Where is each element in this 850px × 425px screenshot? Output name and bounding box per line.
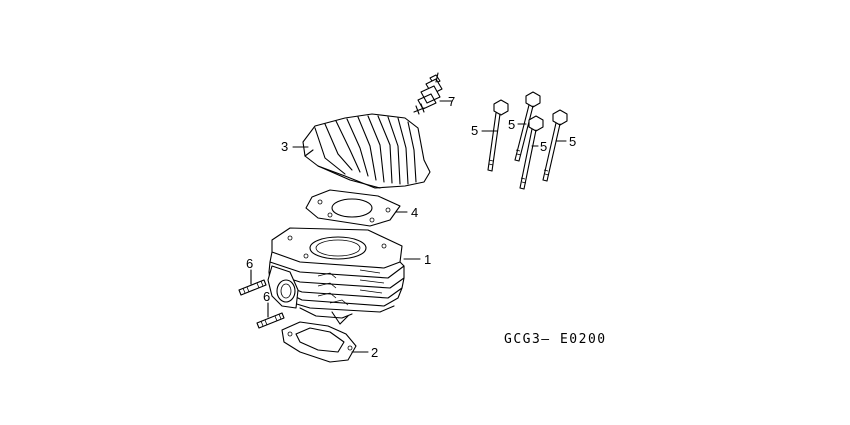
cylinder-head [302, 113, 431, 189]
callout-stud-upper: 6 [246, 256, 253, 271]
callout-bolt-a: 5 [471, 123, 478, 138]
callout-bolt-c: 5 [540, 139, 547, 154]
diagram-code: GCG3— E0200 [504, 332, 607, 347]
base-gasket [281, 321, 357, 363]
callout-bolt-b: 5 [508, 117, 515, 132]
spark-plug [413, 72, 453, 115]
callout-stud-lower: 6 [263, 289, 270, 304]
callout-cylinder: 1 [424, 252, 431, 267]
callout-head: 3 [281, 139, 288, 154]
bolt-a [487, 99, 509, 172]
callout-base-gasket: 2 [371, 345, 378, 360]
stud-lower [256, 312, 285, 329]
bolt-c [519, 115, 544, 190]
cylinder-block [267, 227, 405, 325]
callout-spark-plug: 7 [448, 94, 455, 109]
head-gasket [305, 189, 401, 227]
bolt-d [542, 109, 568, 182]
callout-head-gasket: 4 [411, 205, 418, 220]
callout-bolt-d: 5 [569, 134, 576, 149]
bolt-b [514, 91, 541, 162]
stud-upper [238, 279, 267, 296]
